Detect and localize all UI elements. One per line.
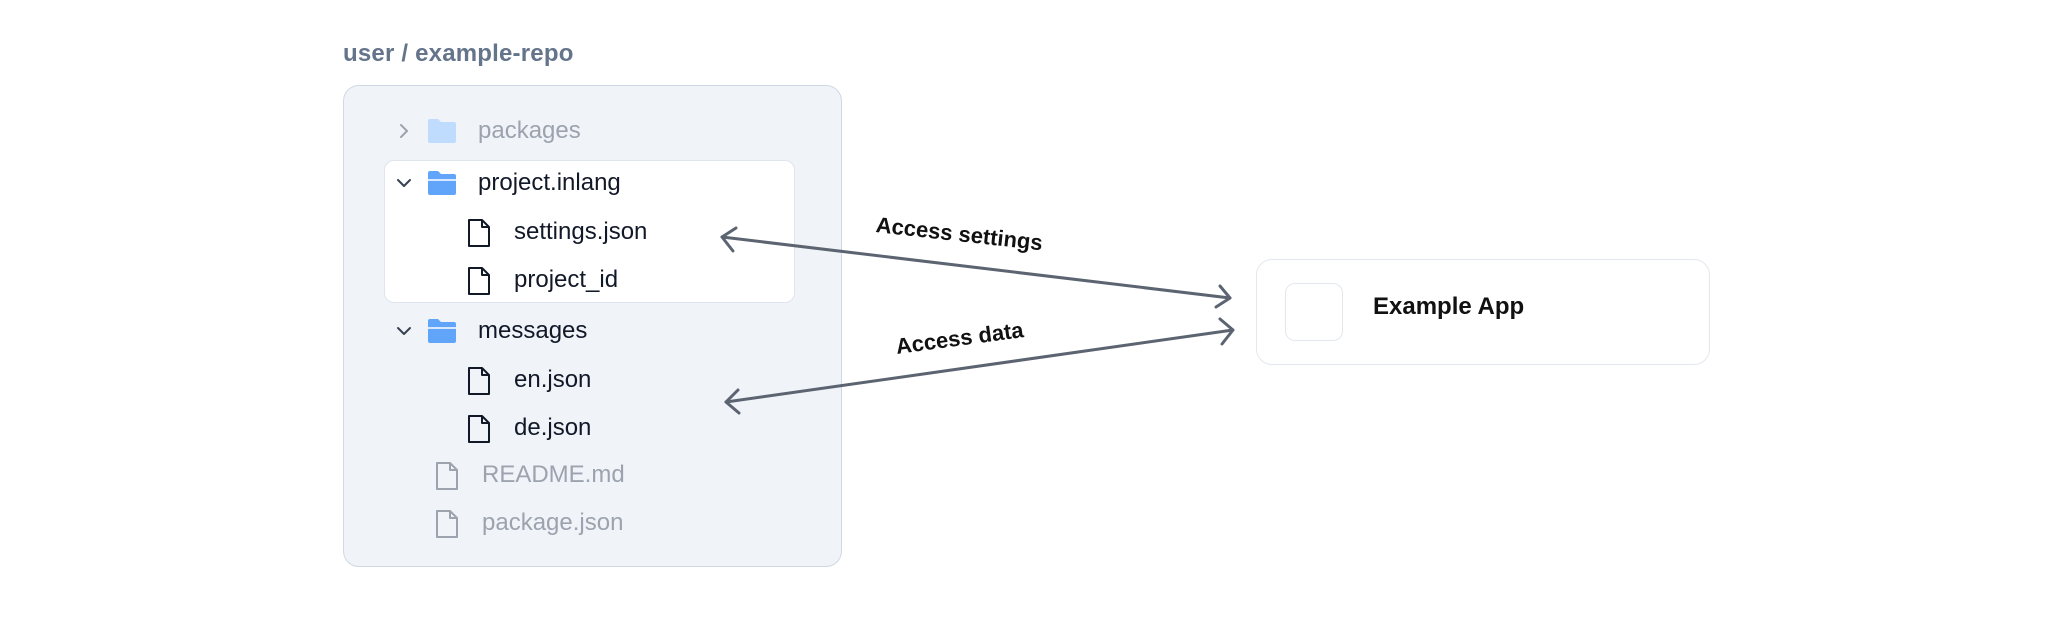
folder-icon xyxy=(426,117,458,145)
tree-item-label: messages xyxy=(478,317,588,344)
tree-item-label: packages xyxy=(478,117,581,144)
chevron-down-icon xyxy=(394,173,414,193)
chevron-down-icon xyxy=(394,321,414,341)
chevron-right-icon xyxy=(394,121,414,141)
file-icon xyxy=(466,266,492,296)
folder-open-icon xyxy=(426,169,458,197)
file-icon xyxy=(434,509,460,539)
repo-title: user / example-repo xyxy=(343,40,574,67)
tree-item-de-json[interactable]: de.json xyxy=(466,408,786,448)
tree-item-readme-md[interactable]: README.md xyxy=(434,455,794,495)
tree-item-project-id[interactable]: project_id xyxy=(466,260,786,300)
tree-item-label: en.json xyxy=(514,366,592,393)
tree-item-label: project_id xyxy=(514,266,619,293)
tree-item-label: de.json xyxy=(514,414,592,441)
tree-item-packages[interactable]: packages xyxy=(390,111,810,151)
tree-item-package-json[interactable]: package.json xyxy=(434,503,794,543)
tree-item-label: settings.json xyxy=(514,218,648,245)
example-app-card[interactable]: Example App xyxy=(1256,259,1710,365)
tree-item-messages[interactable]: messages xyxy=(390,311,790,351)
tree-item-project-inlang[interactable]: project.inlang xyxy=(390,163,790,203)
access-data-label: Access data xyxy=(894,317,1025,359)
app-name: Example App xyxy=(1373,293,1525,320)
file-icon xyxy=(466,414,492,444)
app-icon xyxy=(1285,283,1343,341)
file-icon xyxy=(466,366,492,396)
tree-item-label: package.json xyxy=(482,509,624,536)
tree-item-label: project.inlang xyxy=(478,169,621,196)
tree-item-settings-json[interactable]: settings.json xyxy=(466,212,786,252)
file-icon xyxy=(466,218,492,248)
tree-item-label: README.md xyxy=(482,461,625,488)
tree-item-en-json[interactable]: en.json xyxy=(466,360,786,400)
file-icon xyxy=(434,461,460,491)
access-settings-label: Access settings xyxy=(874,212,1044,256)
folder-open-icon xyxy=(426,317,458,345)
